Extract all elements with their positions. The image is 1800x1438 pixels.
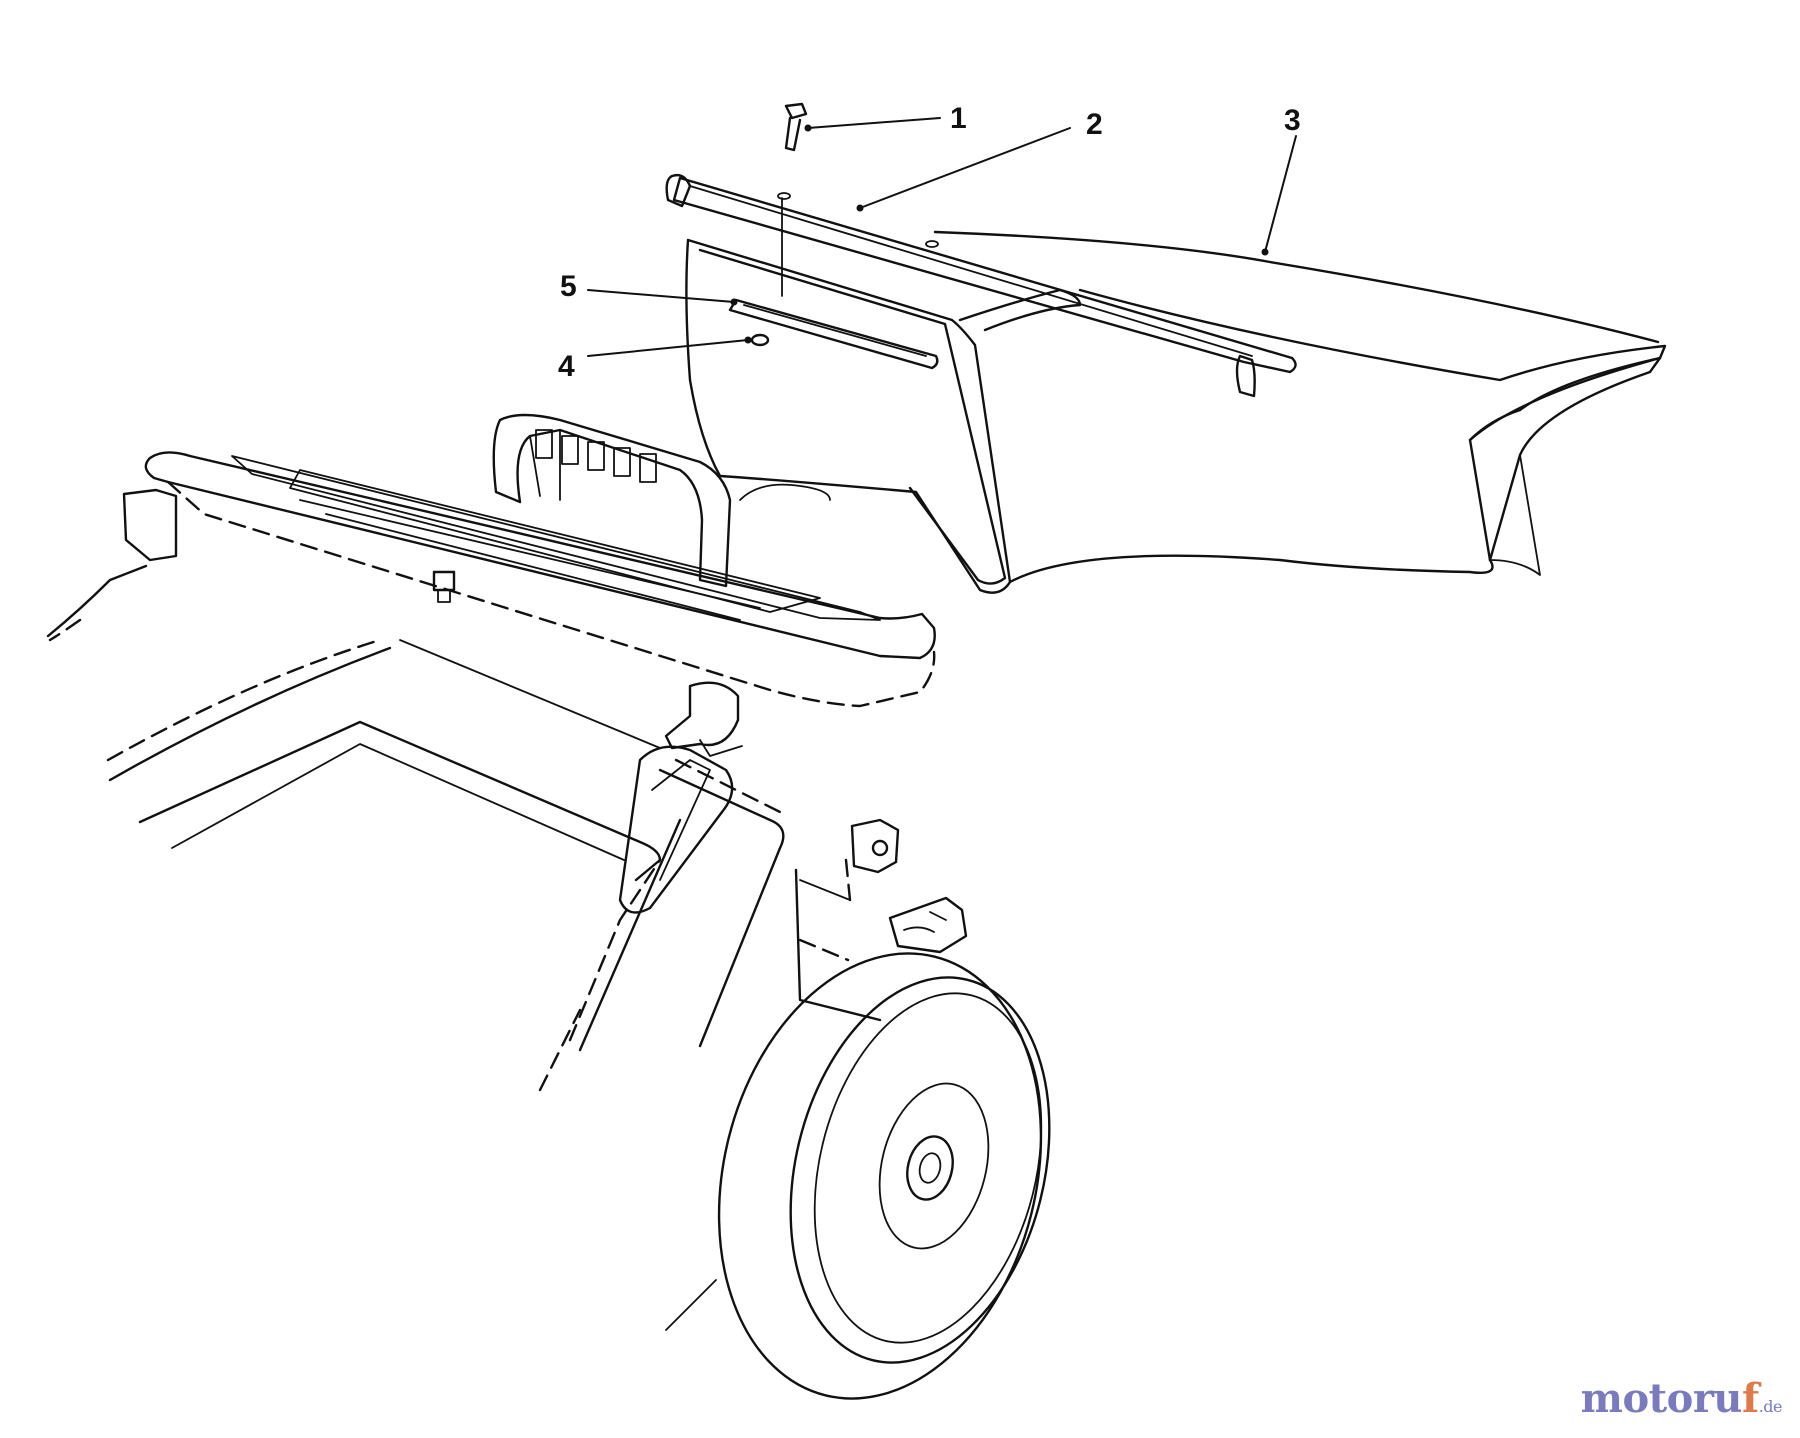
mower-housing xyxy=(46,564,882,1092)
bag-rail-part-2 xyxy=(665,173,1297,398)
bolt-part-1 xyxy=(784,102,808,152)
wheel-bracket xyxy=(844,818,968,954)
rear-door-assembly xyxy=(122,413,936,757)
callout-1: 1 xyxy=(950,102,967,135)
grass-bag-part-3 xyxy=(685,230,1667,594)
callout-4: 4 xyxy=(558,350,575,383)
handle-grips xyxy=(535,429,657,483)
watermark-accent: f xyxy=(1741,1375,1759,1422)
callout-labels: 1 2 3 5 4 xyxy=(558,102,1301,383)
watermark-main: motoru xyxy=(1580,1375,1743,1422)
watermark-logo: motoruf.de xyxy=(1580,1375,1783,1422)
callout-3: 3 xyxy=(1284,104,1301,137)
callout-2: 2 xyxy=(1086,108,1103,141)
nut-part-4 xyxy=(750,197,783,347)
watermark-tld: .de xyxy=(1758,1397,1783,1416)
strap-bar-part-5 xyxy=(728,298,939,370)
callout-leaders xyxy=(587,117,1297,357)
rear-wheel xyxy=(665,952,1051,1400)
callout-5: 5 xyxy=(560,270,577,303)
